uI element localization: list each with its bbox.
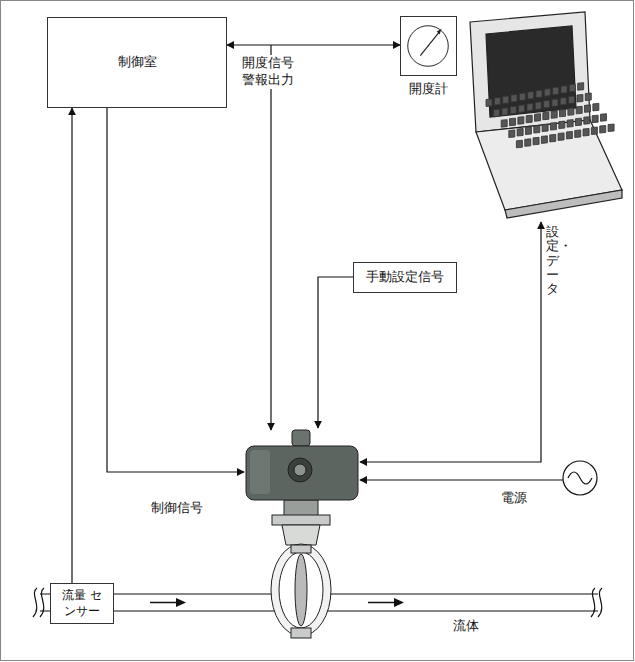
gauge-box: 開度計 — [400, 16, 457, 76]
node-text: 制御室 — [118, 54, 157, 71]
gauge-dial — [401, 17, 456, 75]
connector-arrow — [227, 44, 400, 45]
connector-arrow — [71, 108, 72, 583]
signal-wire — [107, 45, 563, 480]
edge-label: 開度信号 警報出力 — [242, 55, 299, 89]
butterfly-valve — [271, 500, 331, 638]
node-text: 流量 センサー — [57, 588, 107, 619]
vertical-signal-label: 設定・データ — [546, 224, 559, 297]
signal-label: 制御信号 — [150, 500, 204, 517]
power-label: 電源 — [500, 490, 528, 507]
node-text: 手動設定信号 — [366, 269, 444, 286]
laptop-computer — [470, 12, 622, 218]
manual-signal-box: 手動設定信号 — [353, 262, 457, 293]
control-room-box: 制御室 — [47, 17, 227, 108]
fluid-label: 流体 — [452, 618, 480, 635]
node-text: 開度計 — [409, 81, 448, 98]
ac-power-symbol — [563, 461, 597, 495]
flow-sensor-box: 流量 センサー — [50, 583, 114, 624]
electric-actuator — [246, 430, 358, 500]
